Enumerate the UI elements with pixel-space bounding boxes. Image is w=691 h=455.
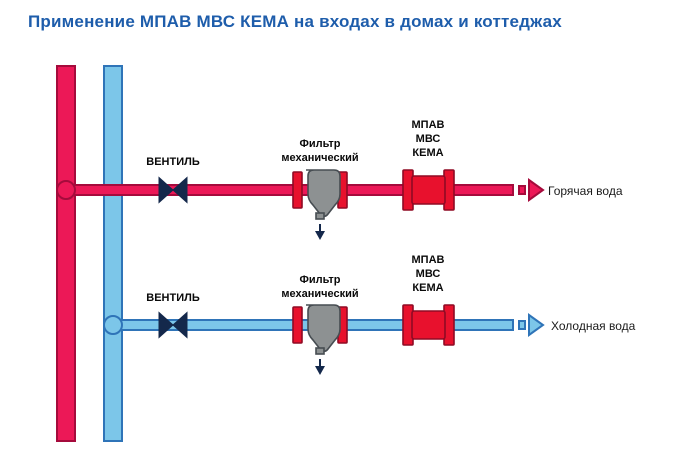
hot-mpav-device-icon [402,169,455,211]
cold-device-label: МПАВ МВС КЕМА [396,253,460,295]
cold-device-label-line3: КЕМА [412,282,444,294]
page-title: Применение МПАВ МВС КЕМА на входах в дом… [28,12,562,31]
hot-valve-label: ВЕНТИЛЬ [146,156,200,168]
hot-filter-label-line2: механический [281,152,359,164]
cold-junction [103,315,123,335]
cold-filter-icon [292,304,348,375]
hot-junction [56,180,76,200]
cold-device-label-line1: МПАВ [411,254,445,266]
cold-riser-pipe [103,65,123,442]
cold-valve-icon [158,311,188,339]
hot-device-label: МПАВ МВС КЕМА [396,118,460,160]
cold-filter-label-line1: Фильтр [299,274,341,286]
hot-device-label-line2: МВС [415,133,441,145]
hot-drain-arrow-icon [315,224,325,240]
cold-device-label-line2: МВС [415,268,441,280]
cold-filter-label-line2: механический [281,288,359,300]
hot-filter-label-line1: Фильтр [299,138,341,150]
cold-output-label: Холодная вода [551,319,636,333]
hot-filter-label: Фильтр механический [262,137,378,165]
hot-flow-arrow-icon [518,178,545,202]
cold-drain-arrow-icon [315,359,325,375]
hot-filter-icon [292,169,348,240]
cold-flow-arrow-icon [518,313,545,337]
cold-valve-label: ВЕНТИЛЬ [146,292,200,304]
cold-filter-label: Фильтр механический [262,273,378,301]
hot-device-label-line1: МПАВ [411,119,445,131]
hot-valve-icon [158,176,188,204]
hot-riser-pipe [56,65,76,442]
hot-device-label-line3: КЕМА [412,147,444,159]
hot-output-label: Горячая вода [548,184,623,198]
cold-mpav-device-icon [402,304,455,346]
